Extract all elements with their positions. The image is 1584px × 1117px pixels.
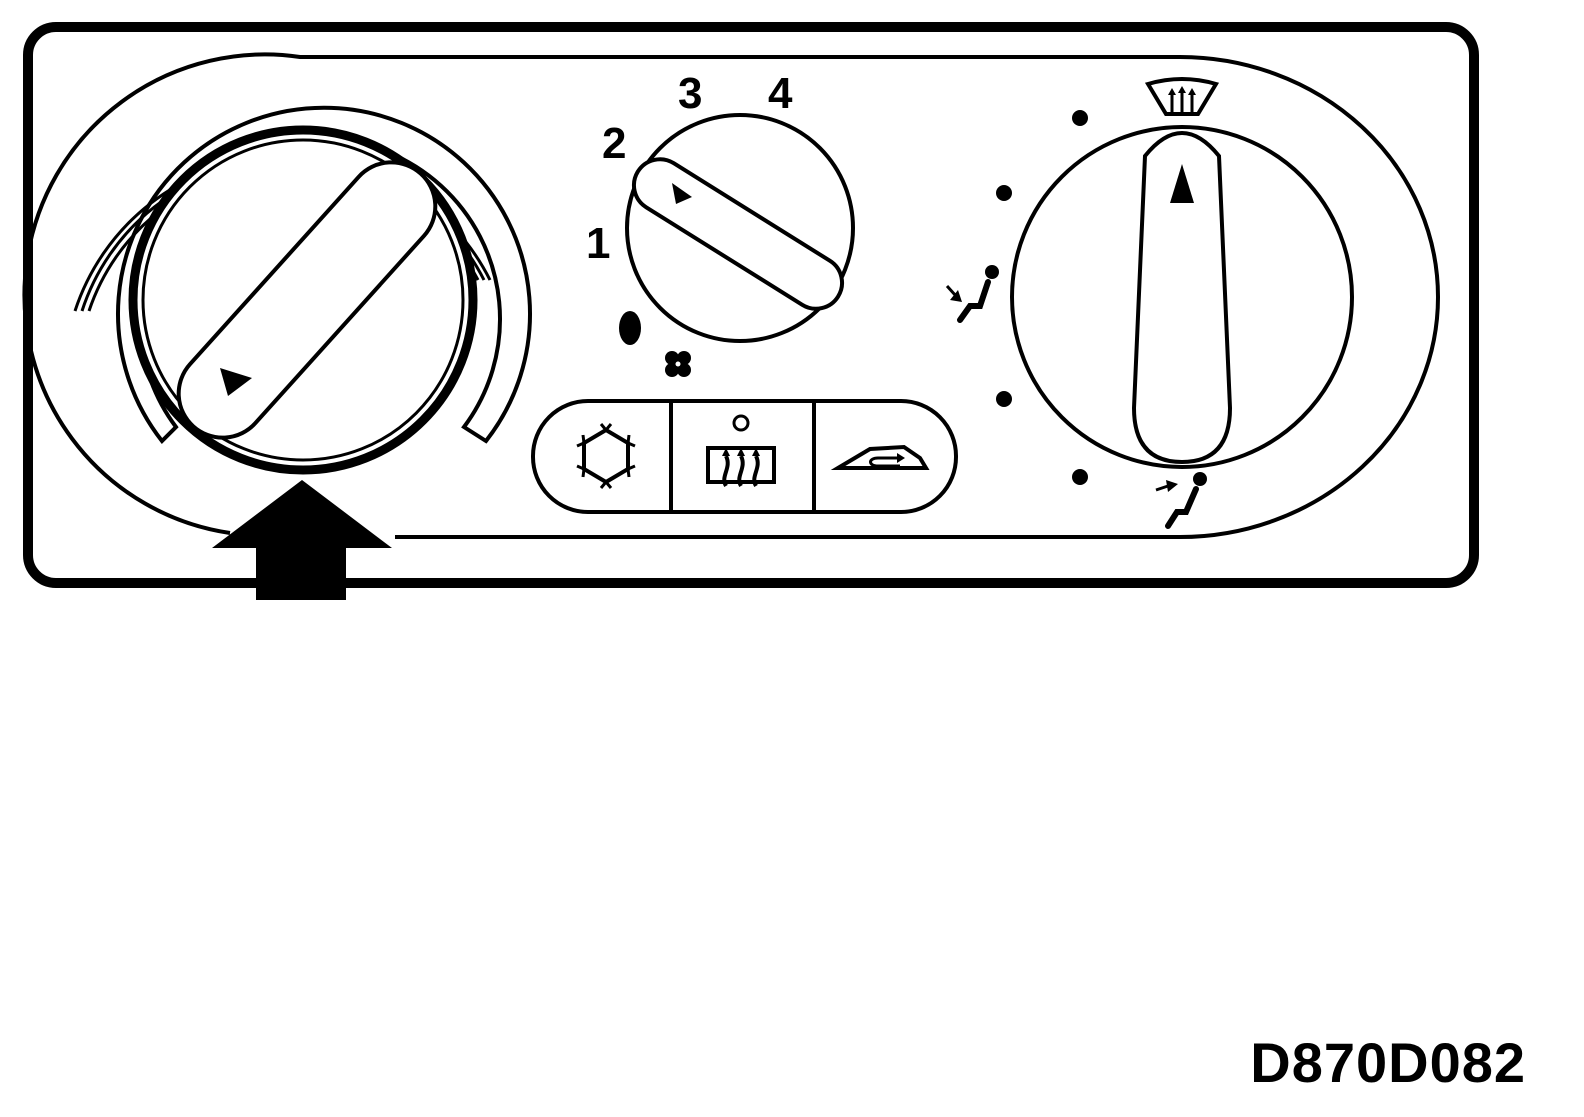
recirculation-button[interactable] bbox=[818, 405, 948, 508]
off-position-icon bbox=[619, 311, 641, 345]
mode-knob-handle[interactable] bbox=[1131, 131, 1233, 465]
mode-position-dot-1 bbox=[1072, 110, 1088, 126]
temperature-knob-handle[interactable] bbox=[161, 144, 454, 456]
button-bar bbox=[531, 399, 958, 514]
ac-button-hit[interactable] bbox=[540, 405, 668, 508]
floor-vent-icon bbox=[1155, 472, 1207, 529]
fan-speed-label-3: 3 bbox=[678, 69, 702, 118]
mode-pointer-icon bbox=[1170, 164, 1194, 203]
fan-pointer-icon bbox=[672, 183, 692, 204]
fan-speed-label-2: 2 bbox=[602, 119, 626, 168]
figure-code: D870D082 bbox=[1250, 1031, 1526, 1094]
fan-speed-label-4: 4 bbox=[768, 69, 793, 118]
air-distribution-knob[interactable] bbox=[945, 77, 1354, 529]
rear-window-defrost-icon bbox=[706, 446, 776, 488]
mode-position-dot-2 bbox=[996, 185, 1012, 201]
air-conditioning-snowflake-icon bbox=[576, 423, 636, 489]
air-recirculation-icon bbox=[830, 444, 930, 470]
ac-button[interactable] bbox=[540, 405, 668, 508]
fan-speed-label-1: 1 bbox=[586, 219, 610, 268]
fan-speed-knob[interactable]: 1 2 3 4 bbox=[586, 69, 855, 377]
windshield-defrost-icon bbox=[1144, 77, 1220, 116]
button-bar-frame bbox=[531, 399, 958, 514]
mode-position-dot-3 bbox=[996, 391, 1012, 407]
indicator-light-icon bbox=[732, 414, 750, 432]
panel-inner-outline bbox=[22, 52, 1440, 539]
face-vent-icon bbox=[945, 265, 999, 323]
panel-frame bbox=[23, 22, 1479, 588]
temperature-knob-face bbox=[141, 138, 465, 462]
arrow-up-icon bbox=[212, 480, 392, 600]
rear-defrost-button[interactable] bbox=[675, 405, 811, 508]
mode-position-dot-4 bbox=[1072, 469, 1088, 485]
temperature-pointer-icon bbox=[220, 368, 252, 396]
fan-icon bbox=[665, 351, 691, 377]
temperature-knob[interactable] bbox=[73, 105, 532, 475]
